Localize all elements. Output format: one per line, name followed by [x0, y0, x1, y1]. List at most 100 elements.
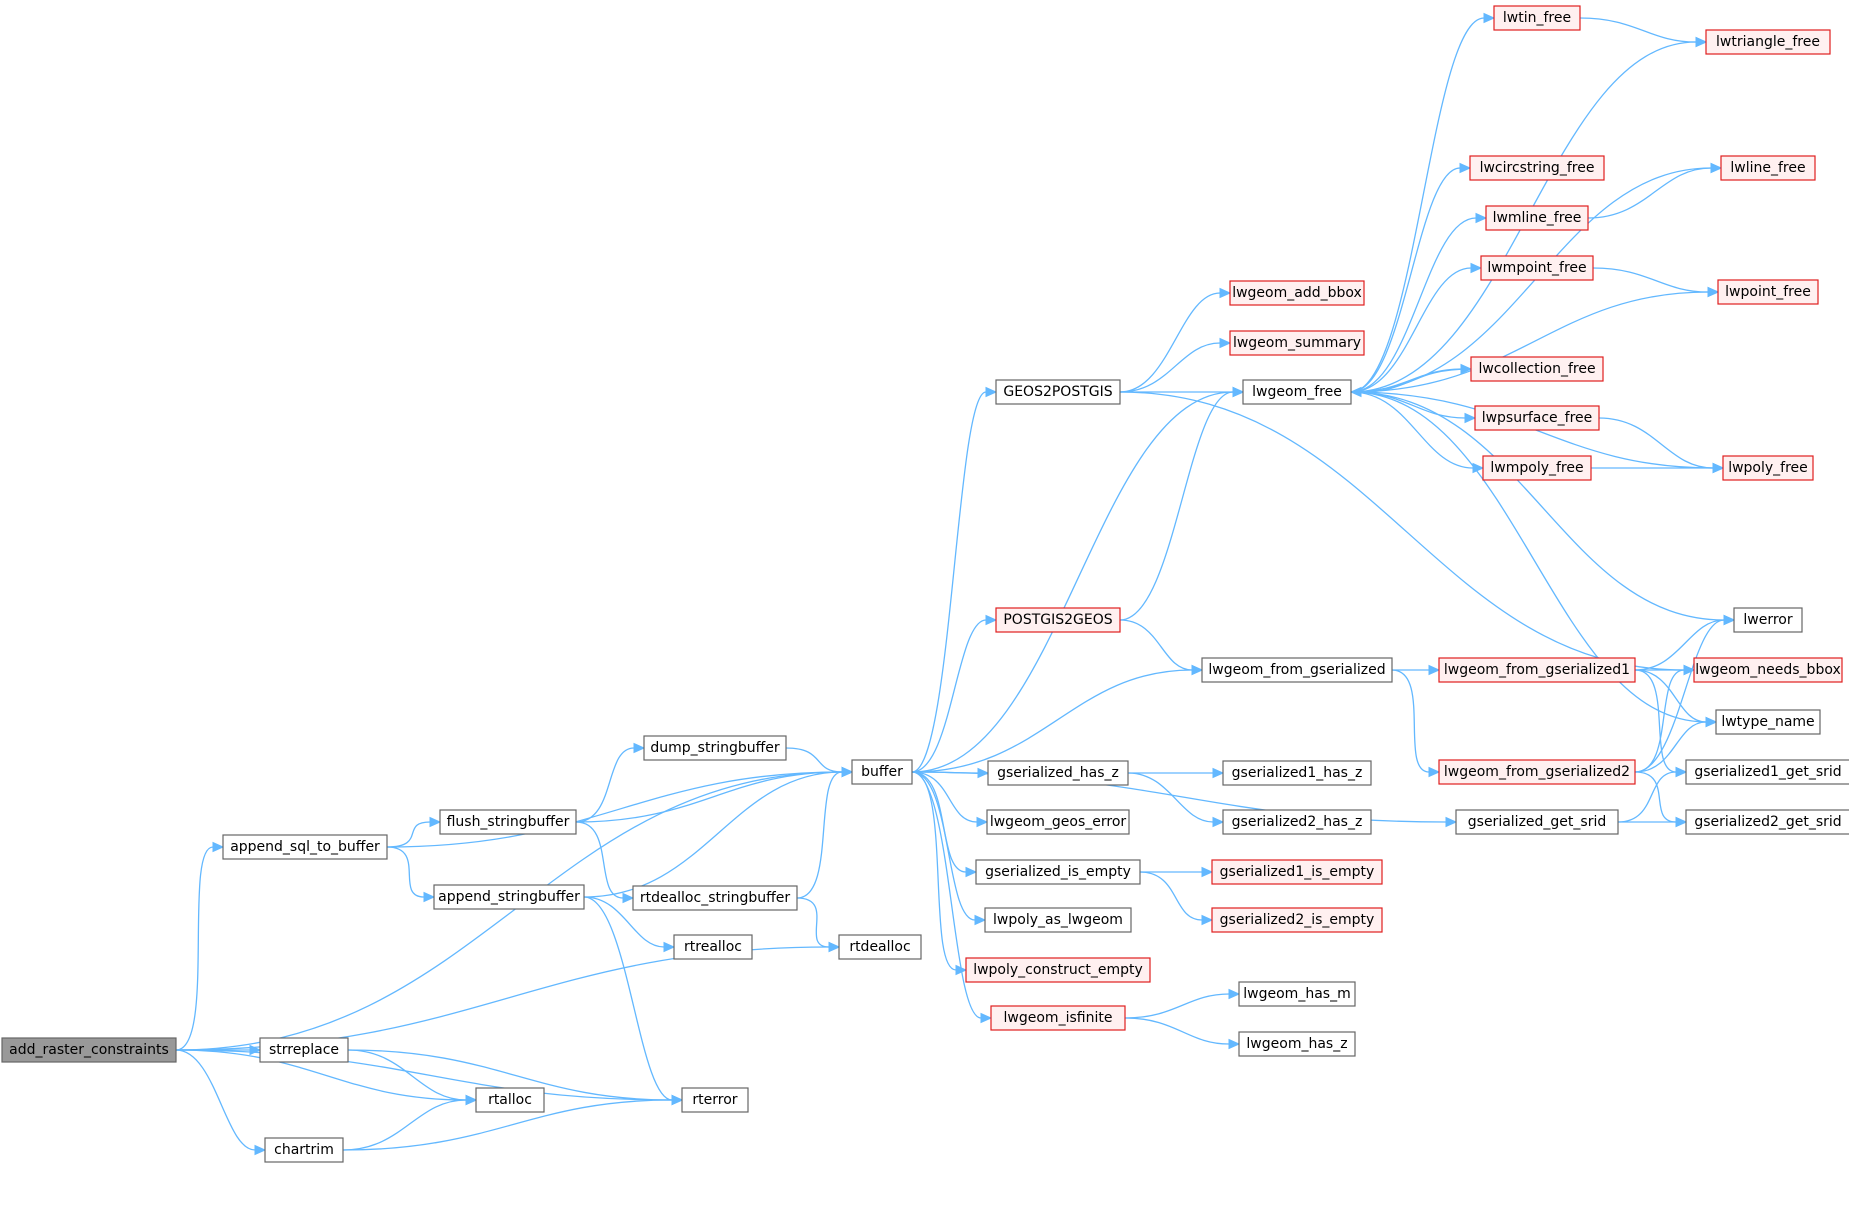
edge-arrowhead [1219, 287, 1232, 299]
edge-gserialized_has_z-to-gserialized2_has_z [1127, 772, 1225, 828]
edge-line [911, 771, 982, 1019]
node-lwpoly_as_lwgeom[interactable]: lwpoly_as_lwgeom [984, 907, 1132, 933]
edge-rtdealloc_stringbuffer-to-buffer [796, 766, 854, 899]
node-label: lwgeom_has_m [1243, 986, 1350, 1002]
node-label: POSTGIS2GEOS [1003, 612, 1112, 628]
node-gserialized_get_srid[interactable]: gserialized_get_srid [1455, 809, 1619, 835]
node-GEOS2POSTGIS[interactable]: GEOS2POSTGIS [995, 379, 1121, 405]
node-gserialized_is_empty[interactable]: gserialized_is_empty [975, 859, 1141, 885]
node-gserialized1_has_z[interactable]: gserialized1_has_z [1222, 760, 1372, 786]
node-lwmline_free[interactable]: lwmline_free [1485, 205, 1589, 231]
node-lwtin_free[interactable]: lwtin_free [1493, 5, 1581, 31]
edge-line [386, 771, 843, 848]
node-strreplace[interactable]: strreplace [259, 1037, 349, 1063]
node-lwerror[interactable]: lwerror [1733, 607, 1803, 633]
node-POSTGIS2GEOS[interactable]: POSTGIS2GEOS [995, 607, 1121, 633]
edge-buffer-to-gserialized_is_empty [911, 771, 978, 878]
edge-line [575, 771, 843, 823]
edge-add_raster_constraints-to-chartrim [175, 1049, 267, 1156]
node-flush_stringbuffer[interactable]: flush_stringbuffer [439, 809, 577, 835]
edge-line [1350, 391, 1474, 469]
node-lwtriangle_free[interactable]: lwtriangle_free [1705, 29, 1831, 55]
node-gserialized1_is_empty[interactable]: gserialized1_is_empty [1211, 859, 1383, 885]
node-buffer[interactable]: buffer [851, 759, 913, 785]
edge-lwgeom_from_gserialized2-to-lwerror [1634, 614, 1736, 773]
edge-buffer-to-gserialized_has_z [911, 767, 990, 779]
node-rtrealloc[interactable]: rtrealloc [673, 934, 753, 960]
node-lwgeom_isfinite[interactable]: lwgeom_isfinite [990, 1005, 1126, 1031]
node-label: add_raster_constraints [9, 1042, 169, 1058]
node-box [643, 735, 787, 761]
edge-line [1350, 391, 1707, 723]
edge-arrowhead [1472, 462, 1485, 474]
node-gserialized2_get_srid[interactable]: gserialized2_get_srid [1685, 809, 1849, 835]
node-gserialized2_is_empty[interactable]: gserialized2_is_empty [1211, 907, 1383, 933]
node-lwpoint_free[interactable]: lwpoint_free [1717, 279, 1819, 305]
node-label: lwgeom_from_gserialized2 [1444, 764, 1630, 780]
edge-line [583, 896, 673, 1101]
edge-gserialized_get_srid-to-gserialized2_get_srid [1617, 816, 1688, 828]
edge-line [342, 1099, 467, 1151]
node-label: rtdealloc_stringbuffer [640, 890, 791, 906]
edge-arrowhead [985, 614, 998, 626]
edge-arrowhead [974, 914, 987, 926]
node-box [986, 809, 1130, 835]
node-label: gserialized_has_z [997, 765, 1119, 781]
node-lwgeom_from_gserialized[interactable]: lwgeom_from_gserialized [1201, 657, 1393, 683]
node-lwgeom_free[interactable]: lwgeom_free [1242, 379, 1352, 405]
edge-lwgeom_isfinite-to-lwgeom_has_z [1124, 1017, 1241, 1050]
node-lwgeom_has_z[interactable]: lwgeom_has_z [1238, 1031, 1356, 1057]
node-lwline_free[interactable]: lwline_free [1720, 155, 1816, 181]
edge-arrowhead [429, 816, 442, 828]
node-dump_stringbuffer[interactable]: dump_stringbuffer [643, 735, 787, 761]
node-label: lwpoly_as_lwgeom [993, 912, 1123, 928]
node-label: lwpoly_free [1728, 460, 1808, 476]
edge-lwgeom_free-to-lwmpoint_free [1350, 262, 1483, 393]
node-lwmpoly_free[interactable]: lwmpoly_free [1482, 455, 1592, 481]
node-gserialized2_has_z[interactable]: gserialized2_has_z [1222, 809, 1372, 835]
node-lwgeom_has_m[interactable]: lwgeom_has_m [1238, 981, 1356, 1007]
node-chartrim[interactable]: chartrim [264, 1137, 344, 1163]
node-add_raster_constraints[interactable]: add_raster_constraints [1, 1037, 177, 1063]
node-gserialized_has_z[interactable]: gserialized_has_z [987, 760, 1129, 786]
edge-line [1634, 771, 1677, 823]
node-box [995, 379, 1121, 405]
node-rtalloc[interactable]: rtalloc [475, 1087, 545, 1113]
node-lwgeom_needs_bbox[interactable]: lwgeom_needs_bbox [1693, 657, 1843, 683]
edge-line [785, 747, 843, 773]
edge-line [342, 1099, 673, 1151]
node-append_stringbuffer[interactable]: append_stringbuffer [433, 884, 585, 910]
edge-line [1634, 619, 1725, 773]
node-lwcollection_free[interactable]: lwcollection_free [1470, 356, 1604, 382]
node-box [1474, 405, 1600, 431]
node-gserialized1_get_srid[interactable]: gserialized1_get_srid [1685, 759, 1849, 785]
edge-line [796, 897, 830, 948]
node-rterror[interactable]: rterror [681, 1087, 749, 1113]
node-lwpoly_construct_empty[interactable]: lwpoly_construct_empty [965, 957, 1151, 983]
node-lwcircstring_free[interactable]: lwcircstring_free [1469, 155, 1605, 181]
node-lwpsurface_free[interactable]: lwpsurface_free [1474, 405, 1600, 431]
node-lwmpoint_free[interactable]: lwmpoint_free [1480, 255, 1594, 281]
edge-rtdealloc_stringbuffer-to-rtdealloc [796, 897, 841, 953]
node-rtdealloc_stringbuffer[interactable]: rtdealloc_stringbuffer [632, 885, 798, 911]
node-lwgeom_from_gserialized2[interactable]: lwgeom_from_gserialized2 [1438, 759, 1636, 785]
node-lwpoly_free[interactable]: lwpoly_free [1722, 455, 1814, 481]
edge-arrowhead [828, 941, 841, 953]
edge-line [911, 669, 1193, 773]
node-lwgeom_from_gserialized1[interactable]: lwgeom_from_gserialized1 [1438, 657, 1636, 683]
node-append_sql_to_buffer[interactable]: append_sql_to_buffer [222, 834, 388, 860]
node-rtdealloc[interactable]: rtdealloc [838, 934, 922, 960]
node-box [1201, 657, 1393, 683]
edge-line [911, 771, 978, 823]
edge-line [175, 1049, 673, 1101]
node-lwgeom_geos_error[interactable]: lwgeom_geos_error [986, 809, 1130, 835]
edge-lwgeom_from_gserialized-to-lwgeom_from_gserialized1 [1392, 664, 1441, 676]
node-lwgeom_add_bbox[interactable]: lwgeom_add_bbox [1229, 280, 1365, 306]
edge-line [1350, 391, 1725, 621]
edge-append_sql_to_buffer-to-buffer [386, 766, 854, 848]
edge-GEOS2POSTGIS-to-lwgeom_summary [1119, 337, 1232, 393]
edge-chartrim-to-rterror [342, 1094, 684, 1151]
node-lwtype_name[interactable]: lwtype_name [1715, 709, 1821, 735]
node-lwgeom_summary[interactable]: lwgeom_summary [1229, 330, 1365, 356]
